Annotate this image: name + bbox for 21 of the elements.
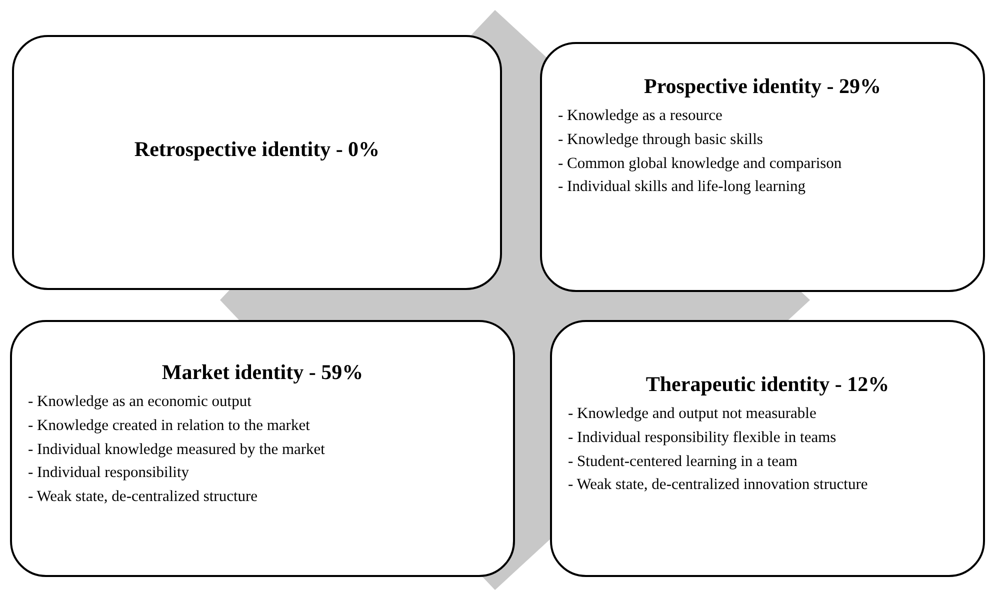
quadrant-box <box>550 320 985 577</box>
bullet-text: - Weak state, de-centralized innovation structure <box>568 476 869 494</box>
bullet-text: - Student-centered learning in a team <box>568 452 798 470</box>
quadrant-box <box>12 35 502 290</box>
quadrant-box <box>540 42 985 292</box>
bullet-text: - Knowledge and output not measurable <box>568 405 818 423</box>
bullet-text: - Individual responsibility flexible in teams <box>568 428 838 447</box>
quadrant-heading: Retrospective identity - 0% <box>133 137 381 162</box>
quadrant-heading: Prospective identity - 29% <box>643 74 882 99</box>
bullet-text: - Individual skills and life-long learning <box>558 178 807 196</box>
bullet-text: - Knowledge created in relation to the market <box>28 416 311 435</box>
bullet-text: - Common global knowledge and comparison <box>558 154 843 172</box>
bullet-text: - Individual knowledge measured by the market <box>28 440 326 458</box>
bullet-text: - Weak state, de-centralized structure <box>28 488 259 506</box>
quadrant-box <box>10 320 515 577</box>
quadrant-heading: Therapeutic identity - 12% <box>644 372 890 397</box>
bullet-text: - Knowledge as an economic output <box>28 393 252 411</box>
bullet-text: - Individual responsibility <box>28 464 190 482</box>
bullet-text: - Knowledge as a resource <box>558 107 724 125</box>
bullet-text: - Knowledge through basic skills <box>558 130 764 149</box>
quadrant-heading: Market identity - 59% <box>160 360 364 385</box>
